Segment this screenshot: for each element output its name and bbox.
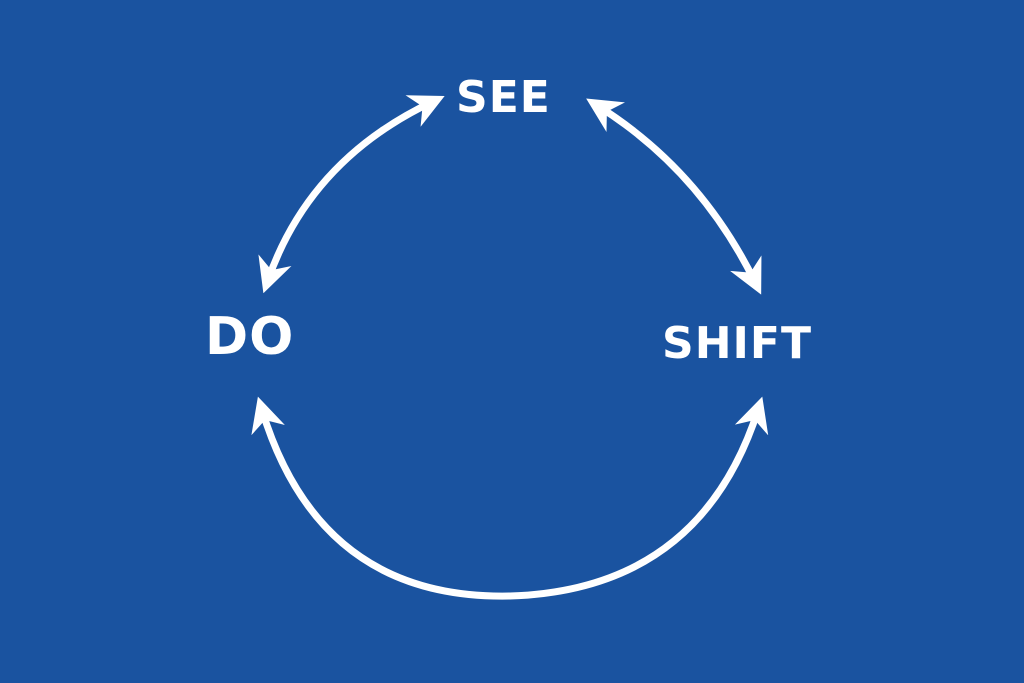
arrow-see-do: [258, 95, 445, 294]
arrow-do-shift: [251, 396, 769, 600]
node-see: SEE: [456, 72, 551, 123]
node-do: DO: [205, 307, 295, 367]
node-shift: SHIFT: [662, 318, 812, 369]
arrow-see-shift: [586, 98, 762, 295]
